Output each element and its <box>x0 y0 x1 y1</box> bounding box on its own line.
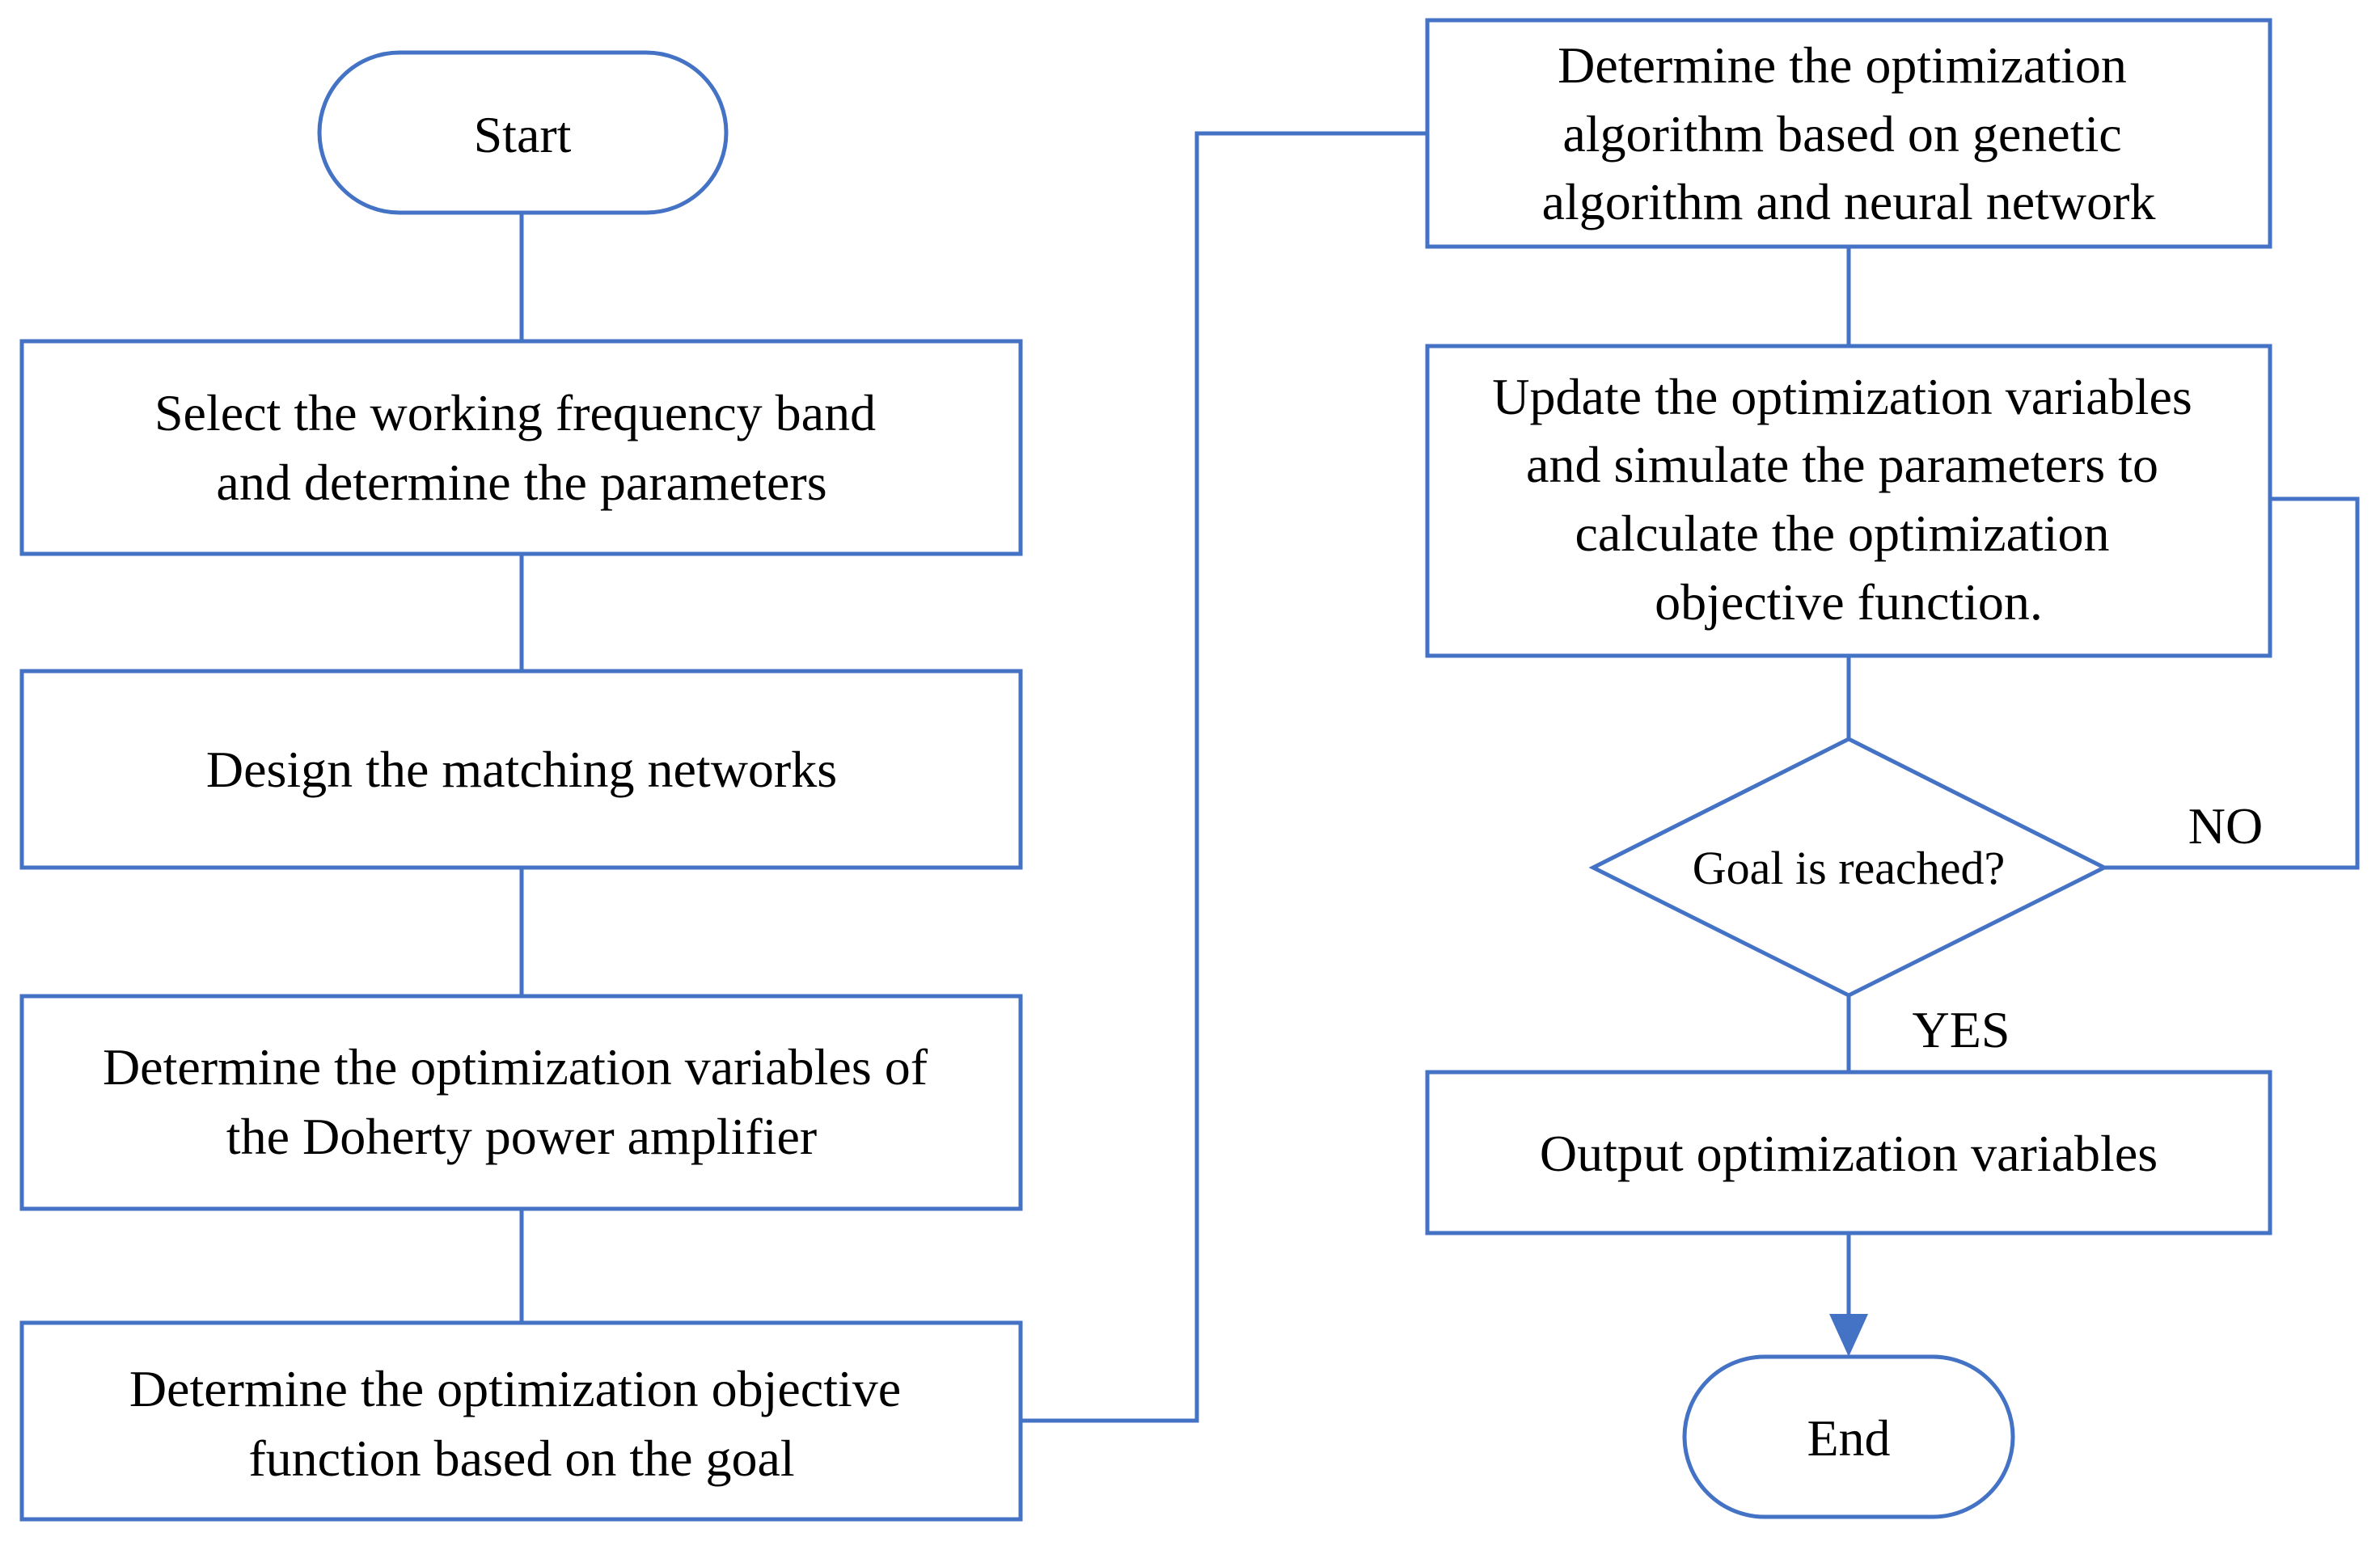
decision-goal-reached-label: Goal is reached? <box>1693 842 2005 894</box>
step-output-variables: Output optimization variables <box>1425 1070 2272 1235</box>
step-design-matching-label: Design the matching networks <box>206 741 837 798</box>
step-select-band: Select the working frequency band and de… <box>19 339 1023 556</box>
step-objective-function: Determine the optimization objective fun… <box>19 1320 1023 1522</box>
step-determine-variables: Determine the optimization variables of … <box>19 994 1023 1211</box>
start-label: Start <box>474 106 572 163</box>
start-terminator: Start <box>317 50 729 215</box>
end-label: End <box>1807 1409 1890 1467</box>
step-select-band-label: Select the working frequency band and de… <box>154 384 889 511</box>
step-update-variables-label: Update the optimization variables and si… <box>1492 368 2205 631</box>
step-determine-algorithm: Determine the optimization algorithm bas… <box>1425 18 2272 249</box>
decision-goal-reached: Goal is reached? <box>1588 737 2109 998</box>
step-determine-variables-label: Determine the optimization variables of … <box>103 1038 941 1165</box>
step-update-variables: Update the optimization variables and si… <box>1425 344 2272 658</box>
connector-no-loop <box>2104 496 2360 870</box>
step-output-variables-label: Output optimization variables <box>1540 1125 2158 1182</box>
step-objective-function-label: Determine the optimization objective fun… <box>129 1360 914 1487</box>
end-terminator: End <box>1682 1354 2015 1519</box>
step-design-matching: Design the matching networks <box>19 669 1023 870</box>
connector-step4-to-step5 <box>1021 131 1427 1423</box>
yes-label: YES <box>1913 1001 2010 1058</box>
no-label: NO <box>2188 797 2263 855</box>
arrowhead-to-end <box>1829 1314 1868 1357</box>
step-determine-algorithm-label: Determine the optimization algorithm bas… <box>1542 36 2156 230</box>
